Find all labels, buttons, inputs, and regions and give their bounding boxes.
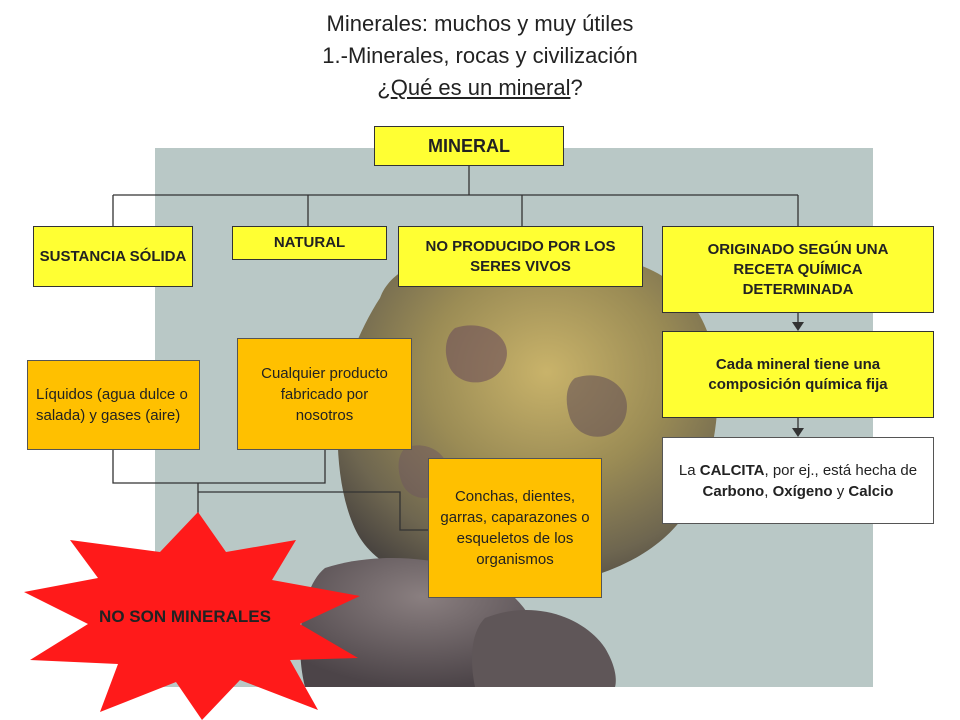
branch-no-producido: NO PRODUCIDO POR LOS SERES VIVOS <box>398 226 643 287</box>
liquids-box: Líquidos (agua dulce o salada) y gases (… <box>27 360 200 450</box>
calcita-example-text: La CALCITA, por ej., está hecha de Carbo… <box>678 461 918 500</box>
branch-sustancia-solida: SUSTANCIA SÓLIDA <box>33 226 193 287</box>
title-line-3: ¿Qué es un mineral? <box>0 72 960 103</box>
not-minerals-label: NO SON MINERALES <box>99 607 271 626</box>
branch-receta-quimica: ORIGINADO SEGÚN UNA RECETA QUÍMICA DETER… <box>662 226 934 313</box>
title-q-open: ¿ <box>377 75 391 100</box>
calcita-example-box: La CALCITA, por ej., está hecha de Carbo… <box>662 437 934 524</box>
composition-box: Cada mineral tiene una composición quími… <box>662 331 934 418</box>
organisms-box: Conchas, dientes, garras, caparazones o … <box>428 458 602 598</box>
products-box: Cualquier producto fabricado por nosotro… <box>237 338 412 450</box>
title-q-close: ? <box>570 75 583 100</box>
title-line-2: 1.-Minerales, rocas y civilización <box>322 43 638 68</box>
title-line-1: Minerales: muchos y muy útiles <box>326 11 634 36</box>
root-mineral-box: MINERAL <box>374 126 564 166</box>
branch-natural: NATURAL <box>232 226 387 260</box>
title-question: Qué es un mineral <box>390 75 571 100</box>
